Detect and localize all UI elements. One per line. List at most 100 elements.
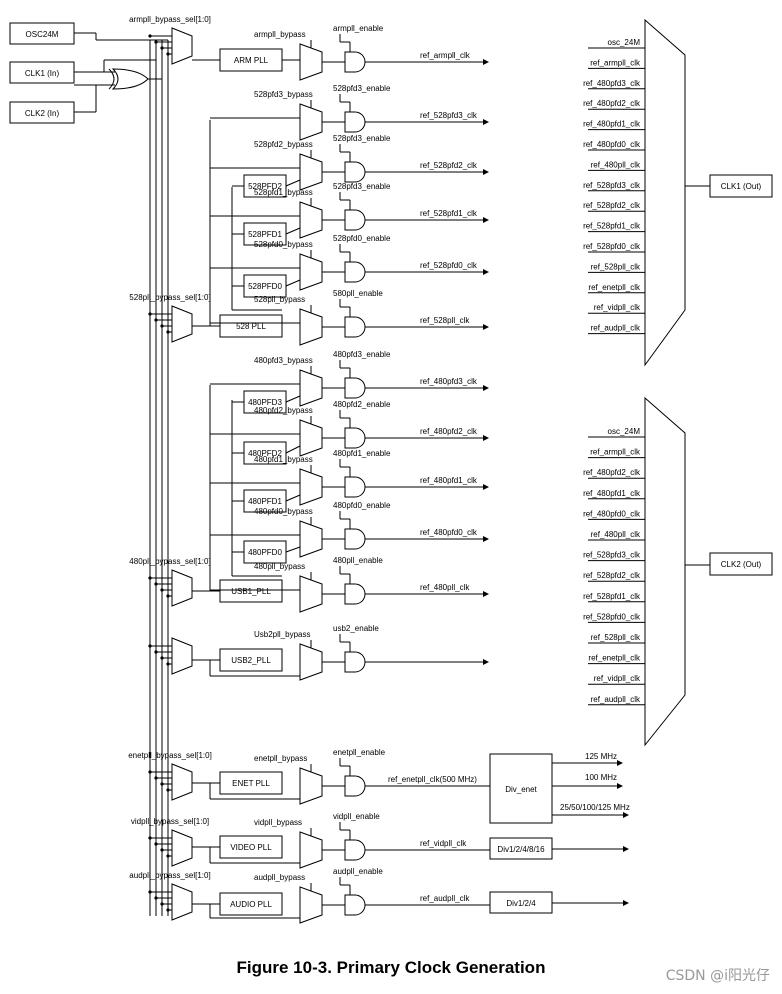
ref-label: ref_480pfd1_clk	[420, 476, 478, 485]
enable-label: 480pfd3_enable	[333, 350, 391, 359]
clk1-output-mux: osc_24Mref_armpll_clkref_480pfd3_clkref_…	[583, 18, 773, 367]
enet-multi-label: 25/50/100/125 MHz	[560, 803, 630, 812]
p480-p480-0-chain: 480pfd0_bypass480pfd0_enableref_480pfd0_…	[254, 501, 489, 558]
mux-input-label: ref_vidpll_clk	[594, 674, 641, 683]
enet-enet-chain: enetpll_bypass enetpll_enable	[254, 748, 490, 805]
pfd-p480-2-label: 480PFD2	[248, 449, 282, 458]
enable-label: 528pfd3_enable	[333, 134, 391, 143]
clk2-in-label: CLK2 (In)	[25, 109, 60, 118]
bypass-label: 528pfd0_bypass	[254, 240, 313, 249]
mux-input-label: ref_480pfd1_clk	[583, 489, 641, 498]
enable-label: usb2_enable	[333, 624, 379, 633]
bypass-label: Usb2pll_bypass	[254, 630, 310, 639]
div-audio-label: Div1/2/4	[506, 899, 536, 908]
p480-p480-chain: 480pll_bypass 480pll_enable ref_480pll_clk	[254, 556, 489, 613]
mux-input-label: ref_528pfd2_clk	[583, 571, 641, 580]
enet-125-label: 125 MHz	[585, 752, 617, 761]
div-audio: Div1/2/4	[489, 891, 629, 914]
arm-pll-label: ARM PLL	[234, 56, 269, 65]
aud-sel-mux-label: audpll_bypass_sel[1:0]	[129, 871, 210, 880]
enable-label: armpll_enable	[333, 24, 384, 33]
mux-input-label: ref_enetpll_clk	[588, 654, 641, 663]
vid-sel-mux-label: vidpll_bypass_sel[1:0]	[131, 817, 209, 826]
bypass-label: 480pfd3_bypass	[254, 356, 313, 365]
mux-input-label: ref_528pfd3_clk	[583, 551, 641, 560]
mux-input-label: ref_480pll_clk	[591, 530, 641, 539]
ref-enet-label: ref_enetpll_clk(500 MHz)	[388, 775, 477, 784]
enet-pll-label: ENET PLL	[232, 779, 270, 788]
ref-label: ref_480pll_clk	[420, 583, 470, 592]
bypass-label: vidpll_bypass	[254, 818, 302, 827]
enet-100-label: 100 MHz	[585, 773, 617, 782]
mux-input-label: ref_480pfd0_clk	[583, 509, 641, 518]
div-enet: Div_enet 125 MHz 100 MHz 25/50/100/125 M…	[489, 752, 630, 824]
ref-label: ref_480pfd0_clk	[420, 528, 478, 537]
ref-label: ref_480pfd2_clk	[420, 427, 478, 436]
mux-input-label: ref_480pfd1_clk	[583, 120, 641, 129]
usb2-sel-mux	[148, 637, 193, 675]
pfd-p528-1-label: 528PFD1	[248, 230, 282, 239]
bypass-label: 528pll_bypass	[254, 295, 305, 304]
usb1-pll: USB1_PLL	[219, 579, 283, 603]
mux-input-label: ref_528pfd0_clk	[583, 242, 641, 251]
ref-label: ref_vidpll_clk	[420, 839, 467, 848]
p528-p528-chain: 528pll_bypass 580pll_enable ref_528pll_clk	[254, 289, 489, 346]
watermark: CSDN @i阳光仔	[665, 968, 770, 984]
div-video: Div1/2/4/8/16	[489, 837, 629, 860]
ref-label: ref_528pfd2_clk	[420, 161, 478, 170]
p528-p528-1-chain: 528pfd1_bypass528pfd3_enableref_528pfd1_…	[254, 182, 489, 239]
pfd-p528-0: 528PFD0	[243, 274, 287, 298]
ref-label: ref_528pfd0_clk	[420, 261, 478, 270]
clk2-out-label: CLK2 (Out)	[721, 560, 762, 569]
bypass-label: audpll_bypass	[254, 873, 305, 882]
pfd-p480-3-label: 480PFD3	[248, 398, 282, 407]
p480-sel-mux-label: 480pll_bypass_sel[1:0]	[129, 557, 210, 566]
mux-input-label: ref_vidpll_clk	[594, 303, 641, 312]
pfd-p528-2-label: 528PFD2	[248, 182, 282, 191]
bypass-label: 480pfd0_bypass	[254, 507, 313, 516]
bypass-label: 480pll_bypass	[254, 562, 305, 571]
osc24m-input: OSC24M	[9, 22, 75, 45]
ref-label: ref_528pll_clk	[420, 316, 470, 325]
usb2-pll: USB2_PLL	[219, 648, 283, 672]
mux-input-label: ref_480pfd2_clk	[583, 99, 641, 108]
video-pll: VIDEO PLL	[219, 835, 283, 859]
bypass-label: enetpll_bypass	[254, 754, 307, 763]
p480-p480-3-chain: 480pfd3_bypass480pfd3_enableref_480pfd3_…	[254, 350, 489, 407]
mux-input-label: ref_armpll_clk	[590, 58, 641, 67]
enable-label: 580pll_enable	[333, 289, 383, 298]
div-video-label: Div1/2/4/8/16	[497, 845, 545, 854]
bypass-label: 528pfd3_bypass	[254, 90, 313, 99]
p528-pll: 528 PLL	[219, 314, 283, 338]
audio-pll-label: AUDIO PLL	[230, 900, 272, 909]
usb2-usb2-chain: Usb2pll_bypass usb2_enable	[254, 624, 489, 681]
enable-label: 528pfd0_enable	[333, 234, 391, 243]
ref-label: ref_audpll_clk	[420, 894, 470, 903]
pfd-p528-0-label: 528PFD0	[248, 282, 282, 291]
mux-input-label: ref_480pfd2_clk	[583, 468, 641, 477]
audio-pll: AUDIO PLL	[219, 892, 283, 916]
p528-pll-label: 528 PLL	[236, 322, 266, 331]
mux-input-label: ref_528pfd0_clk	[583, 612, 641, 621]
enable-label: enetpll_enable	[333, 748, 386, 757]
mux-input-label: ref_armpll_clk	[590, 448, 641, 457]
xor-gate	[111, 68, 149, 90]
mux-input-label: ref_audpll_clk	[591, 324, 641, 333]
pfd-p480-0: 480PFD0	[243, 540, 287, 564]
clk2-output-mux: osc_24Mref_armpll_clkref_480pfd2_clkref_…	[583, 396, 773, 747]
p528-sel-mux: 528pll_bypass_sel[1:0]	[129, 293, 211, 343]
p528-sel-mux-label: 528pll_bypass_sel[1:0]	[129, 293, 210, 302]
mux-input-label: ref_528pfd3_clk	[583, 181, 641, 190]
p528-p528-3-chain: 528pfd3_bypass 528pfd3_enable ref_528pfd3_…	[254, 84, 489, 141]
ref-label: ref_528pfd1_clk	[420, 209, 478, 218]
arm-pll: ARM PLL	[219, 48, 283, 72]
bypass-label: 528pfd1_bypass	[254, 188, 313, 197]
ref-label: ref_528pfd3_clk	[420, 111, 478, 120]
mux-input-label: ref_528pll_clk	[591, 262, 641, 271]
enable-label: 480pll_enable	[333, 556, 383, 565]
enet-sel-mux-label: enetpll_bypass_sel[1:0]	[128, 751, 212, 760]
usb1-pll-label: USB1_PLL	[231, 587, 271, 596]
